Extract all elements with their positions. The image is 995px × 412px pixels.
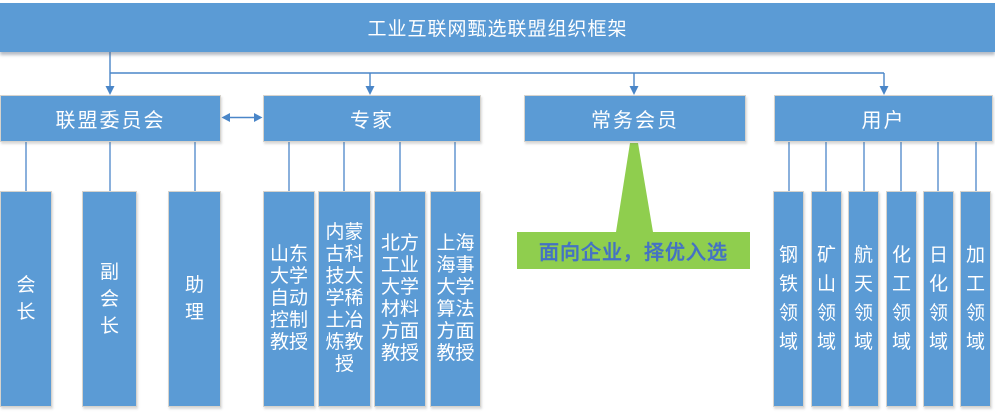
group-box-committee-label: 联盟委员会: [55, 110, 166, 132]
group-box-experts: 专家: [263, 95, 481, 142]
user-child-aerospace: 航 天 领 域: [848, 191, 879, 407]
group-box-standing-members: 常务会员: [524, 95, 746, 142]
arrow-drop-committee: [105, 73, 115, 95]
committee-child-assistant: 助 理: [168, 191, 221, 407]
page-title-text: 工业互联网甄选联盟组织框架: [367, 19, 628, 40]
user-child-mining: 矿 山 领 域: [811, 191, 842, 407]
arrow-drop-users: [879, 73, 889, 95]
group-box-users: 用户: [774, 95, 993, 142]
page-title: 工业互联网甄选联盟组织框架: [0, 3, 995, 52]
committee-child-vice-president: 副 会 长: [82, 191, 137, 407]
arrow-drop-members: [629, 73, 639, 95]
expert-child-shandong: 山东 大学 自动 控制 教授: [263, 191, 315, 407]
group-box-committee: 联盟委员会: [0, 95, 221, 142]
group-box-experts-label: 专家: [350, 110, 394, 132]
user-child-daily-chemical: 日 化 领 域: [923, 191, 954, 407]
double-arrow-committee-experts: [221, 113, 263, 122]
group-box-users-label: 用户: [861, 110, 906, 132]
arrow-drop-experts: [365, 73, 375, 95]
user-child-steel: 钢 铁 领 域: [773, 191, 804, 407]
user-child-processing: 加 工 领 域: [960, 191, 991, 407]
expert-child-beifang: 北方 工业 大学 材料 方面 教授: [374, 191, 426, 407]
committee-child-president: 会 长: [0, 191, 52, 407]
group-box-standing-members-label: 常务会员: [591, 110, 679, 132]
callout-text: 面向企业，择优入选: [539, 242, 728, 264]
expert-child-neimenggu: 内蒙 古科 技大 学稀 土冶 炼教 授: [318, 191, 371, 407]
user-child-chemical: 化 工 领 域: [886, 191, 917, 407]
expert-child-shanghai: 上海 海事 大学 算法 方面 教授: [430, 191, 481, 407]
